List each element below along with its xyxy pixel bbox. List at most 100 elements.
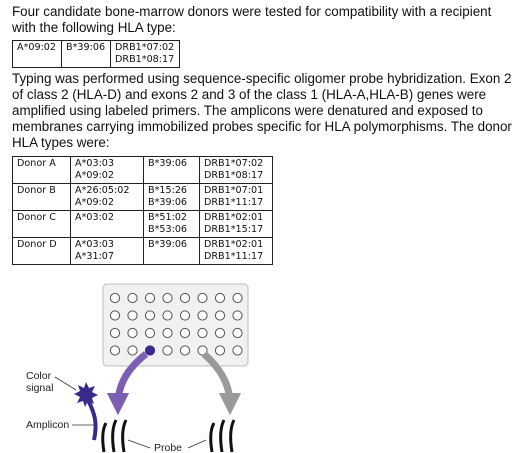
method-paragraph: Typing was performed using sequence-spec… <box>12 71 524 151</box>
probe-dot <box>109 292 121 304</box>
probe-dot <box>127 292 138 304</box>
probe-dot <box>179 327 191 339</box>
hla-b-cell: B*39:06 <box>143 237 200 265</box>
table-row: Donor D A*03:03 A*31:07 B*39:06 DRB1*02:… <box>12 237 273 265</box>
allele: A*26:05:02 <box>75 185 130 196</box>
probe-dot <box>179 310 191 321</box>
color-signal-label: signal <box>26 382 53 394</box>
allele: DRB1*02:01 <box>204 212 264 223</box>
probe-dot <box>109 310 121 321</box>
recipient-hla-b-cell: B*39:06 <box>61 40 112 68</box>
allele: DRB1*15:17 <box>204 224 264 235</box>
allele: A*03:03 <box>75 239 115 250</box>
allele: A*31:07 <box>75 251 115 262</box>
donor-name-cell: Donor C <box>12 210 71 238</box>
leader-line <box>127 439 151 449</box>
probe-dot <box>214 310 226 321</box>
donor-hla-table: Donor A A*03:03 A*09:02 B*39:06 DRB1*07:… <box>12 156 273 265</box>
intro-line: with the following HLA type: <box>12 20 176 35</box>
table-row: Donor A A*03:03 A*09:02 B*39:06 DRB1*07:… <box>12 156 273 184</box>
probe-dot <box>214 345 226 356</box>
probe-dot <box>214 292 226 304</box>
method-line: of class 2 (HLA-D) and exons 2 and 3 of … <box>12 87 487 102</box>
probe-dot <box>109 327 121 339</box>
probe-dot <box>179 345 191 356</box>
allele: DRB1*11:17 <box>204 251 264 262</box>
probe-dot <box>109 345 121 356</box>
amplicon-label: Amplicon <box>26 419 69 431</box>
hla-a-cell: A*03:03 A*09:02 <box>70 156 144 184</box>
table-row: Donor B A*26:05:02 A*09:02 B*15:26 B*39:… <box>12 183 273 211</box>
table-row: Donor C A*03:02 B*51:02 B*53:06 DRB1*02:… <box>12 210 273 238</box>
donor-name: Donor C <box>17 212 56 223</box>
allele: A*03:03 <box>75 158 115 169</box>
allele: DRB1*11:17 <box>204 197 264 208</box>
donor-name: Donor D <box>17 239 57 250</box>
donor-name-cell: Donor A <box>12 156 71 184</box>
hla-b-cell: B*39:06 <box>143 156 200 184</box>
probe-hybridization-diagram: Color signal Amplicon Probe <box>26 283 249 453</box>
probe-dot <box>197 345 208 356</box>
allele: B*39:06 <box>148 239 188 250</box>
probe-dot <box>144 327 156 339</box>
probe-dot <box>127 327 138 339</box>
probe-dot <box>179 292 191 304</box>
probe-dot-positive <box>144 345 156 356</box>
allele: A*09:02 <box>75 197 115 208</box>
allele: DRB1*02:01 <box>204 239 264 250</box>
color-signal-label: Color <box>26 370 52 382</box>
allele: DRB1*07:02 <box>115 42 175 53</box>
allele: A*09:02 <box>17 42 57 53</box>
probe-dot <box>197 310 208 321</box>
allele: B*39:06 <box>148 197 188 208</box>
probe-dot <box>197 292 208 304</box>
probe-dot <box>232 327 243 339</box>
probe-label: Probe <box>154 442 182 453</box>
leader-line <box>54 376 77 391</box>
hla-a-cell: A*26:05:02 A*09:02 <box>70 183 144 211</box>
recipient-hla-table: A*09:02 B*39:06 DRB1*07:02 DRB1*08:17 <box>11 40 181 68</box>
probe-group-left <box>101 419 128 453</box>
allele: DRB1*07:01 <box>204 185 264 196</box>
probe-dot-grid <box>109 292 243 356</box>
hla-drb1-cell: DRB1*07:01 DRB1*11:17 <box>199 183 273 211</box>
allele: B*39:06 <box>66 42 106 53</box>
hla-drb1-cell: DRB1*07:02 DRB1*08:17 <box>199 156 273 184</box>
allele: A*09:02 <box>75 170 115 181</box>
probe-dot <box>127 345 138 356</box>
probe-group-right <box>209 419 236 453</box>
table-row: A*09:02 B*39:06 DRB1*07:02 DRB1*08:17 <box>11 40 181 68</box>
probe-dot <box>197 327 208 339</box>
probe-dot <box>232 310 243 321</box>
negative-signal-arrow <box>201 351 242 416</box>
hla-drb1-cell: DRB1*02:01 DRB1*15:17 <box>199 210 273 238</box>
leader-line <box>187 439 207 449</box>
method-line: HLA types were: <box>12 135 110 150</box>
intro-line: Four candidate bone-marrow donors were t… <box>12 4 492 19</box>
recipient-hla-a-cell: A*09:02 <box>11 40 63 68</box>
donor-name-cell: Donor D <box>12 237 71 265</box>
recipient-hla-drb1-cell: DRB1*07:02 DRB1*08:17 <box>110 40 181 68</box>
hla-drb1-cell: DRB1*02:01 DRB1*11:17 <box>199 237 273 265</box>
donor-name: Donor A <box>17 158 56 169</box>
method-line: Typing was performed using sequence-spec… <box>12 71 512 86</box>
allele: DRB1*08:17 <box>204 170 264 181</box>
method-line: amplified using labeled primers. The amp… <box>12 103 483 118</box>
allele: B*51:02 <box>148 212 188 223</box>
allele: A*03:02 <box>75 212 115 223</box>
probe-dot <box>144 292 156 304</box>
hla-b-cell: B*15:26 B*39:06 <box>143 183 200 211</box>
donor-name: Donor B <box>17 185 56 196</box>
allele: B*15:26 <box>148 185 188 196</box>
membrane-card <box>102 283 249 367</box>
probe-dot <box>162 292 173 304</box>
hla-b-cell: B*51:02 B*53:06 <box>143 210 200 238</box>
allele: DRB1*08:17 <box>115 54 175 65</box>
probe-dot <box>144 310 156 321</box>
probe-dot <box>232 345 243 356</box>
hla-a-cell: A*03:02 <box>70 210 144 238</box>
color-signal-starburst <box>74 382 98 407</box>
method-line: membranes carrying immobilized probes sp… <box>12 119 512 134</box>
probe-dot <box>232 292 243 304</box>
intro-paragraph: Four candidate bone-marrow donors were t… <box>12 4 524 36</box>
